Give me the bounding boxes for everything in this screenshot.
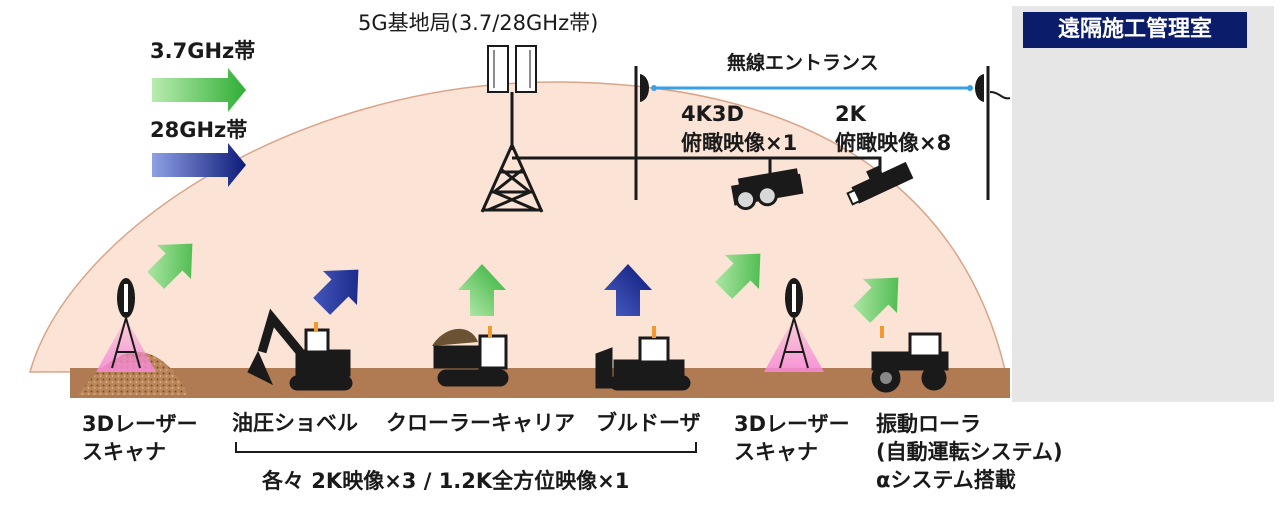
legend-arrow-37ghz xyxy=(152,68,246,112)
machine-group-bracket xyxy=(235,442,697,453)
vibration-roller-icon xyxy=(871,326,949,393)
legend-label-37ghz: 3.7GHz帯 xyxy=(150,39,256,63)
base-station-tower xyxy=(480,144,544,213)
wireless-pole-right xyxy=(975,66,1011,200)
uplink-arrow-28-1 xyxy=(313,269,359,315)
roller-label: 振動ローラ (自動運転システム) αシステム搭載 xyxy=(876,412,1063,492)
remote-room-title: 遠隔施工管理室 xyxy=(1023,12,1247,48)
uplink-arrow-37-2 xyxy=(458,264,506,316)
uplink-arrow-37-4 xyxy=(853,277,899,323)
scanner-left-label: 3Dレーザー スキャナ xyxy=(82,412,198,464)
ground-strip xyxy=(70,368,1010,398)
laser-scanner-right-icon xyxy=(764,278,824,372)
scanner-right-label: 3Dレーザー スキャナ xyxy=(734,412,850,464)
bulldozer-icon xyxy=(595,326,691,391)
base-station-antenna xyxy=(487,45,537,150)
site-dome xyxy=(29,81,1006,373)
bulldozer-label: ブルドーザ xyxy=(596,411,701,435)
camera-2k-label: 2K 俯瞰映像×8 xyxy=(835,102,952,155)
camera-4k3d-icon xyxy=(731,168,804,211)
legend-label-28ghz: 28GHz帯 xyxy=(150,118,248,142)
wireless-entrance-label: 無線エントランス xyxy=(727,52,879,74)
wireless-pole-left xyxy=(634,66,649,200)
machine-group-caption: 各々 2K映像×3 / 1.2K全方位映像×1 xyxy=(262,469,630,493)
uplink-arrow-28-2 xyxy=(604,264,652,316)
uplink-arrow-37-3 xyxy=(715,253,761,299)
crawler-carrier-icon xyxy=(432,326,509,387)
laser-scanner-left-icon xyxy=(96,278,156,372)
remote-control-room-panel xyxy=(1012,6,1274,402)
legend-arrow-28ghz xyxy=(152,143,246,187)
crawler-carrier-label: クローラーキャリア xyxy=(386,411,575,435)
soil-pile-left xyxy=(78,351,188,395)
uplink-arrow-37-1 xyxy=(147,243,193,289)
base-station-label: 5G基地局(3.7/28GHz帯) xyxy=(358,11,599,35)
camera-4k3d-label: 4K3D 俯瞰映像×1 xyxy=(681,102,798,155)
excavator-label: 油圧ショベル xyxy=(232,411,358,435)
excavator-icon xyxy=(247,308,353,391)
camera-2k-icon xyxy=(846,161,914,206)
